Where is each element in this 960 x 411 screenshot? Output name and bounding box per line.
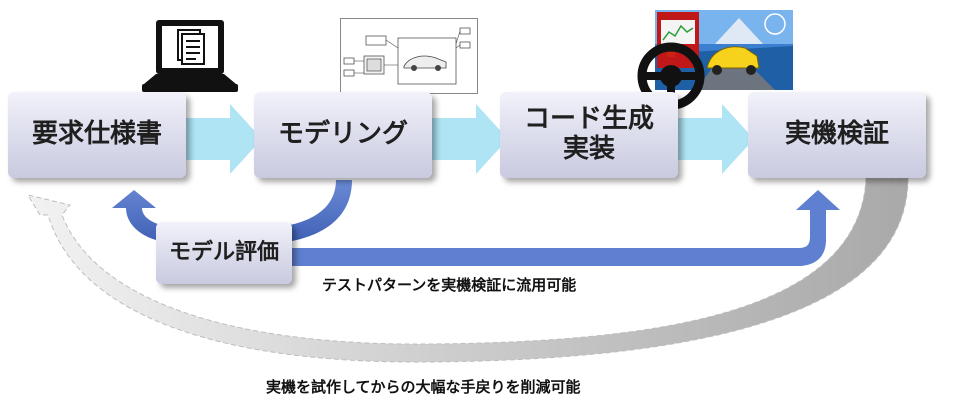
flow-arrow-3 (678, 104, 754, 174)
step-codegen: コード生成 実装 (500, 92, 678, 178)
step-modeling: モデリング (254, 92, 432, 178)
step-hil-label: 実機検証 (784, 119, 889, 150)
step-model-eval: モデル評価 (156, 222, 292, 284)
step-codegen-label-1: コード生成 (523, 104, 654, 135)
step-requirements-label: 要求仕様書 (31, 119, 162, 150)
simulink-model-icon (340, 18, 478, 94)
caption-reduce-rework: 実機を試作してからの大幅な手戻りを削減可能 (266, 378, 581, 396)
step-hil: 実機検証 (748, 92, 926, 178)
step-requirements: 要求仕様書 (8, 92, 186, 178)
flow-arrow-1 (186, 104, 262, 174)
caption-reuse-patterns: テストパターンを実機検証に流用可能 (322, 276, 577, 294)
step-modeling-label: モデリング (277, 119, 408, 150)
laptop-document-icon (142, 20, 238, 92)
step-model-eval-label: モデル評価 (168, 240, 279, 266)
flow-arrow-2 (432, 104, 508, 174)
step-codegen-label-2: 実装 (562, 134, 615, 164)
reuse-arrow-blue (290, 190, 840, 266)
